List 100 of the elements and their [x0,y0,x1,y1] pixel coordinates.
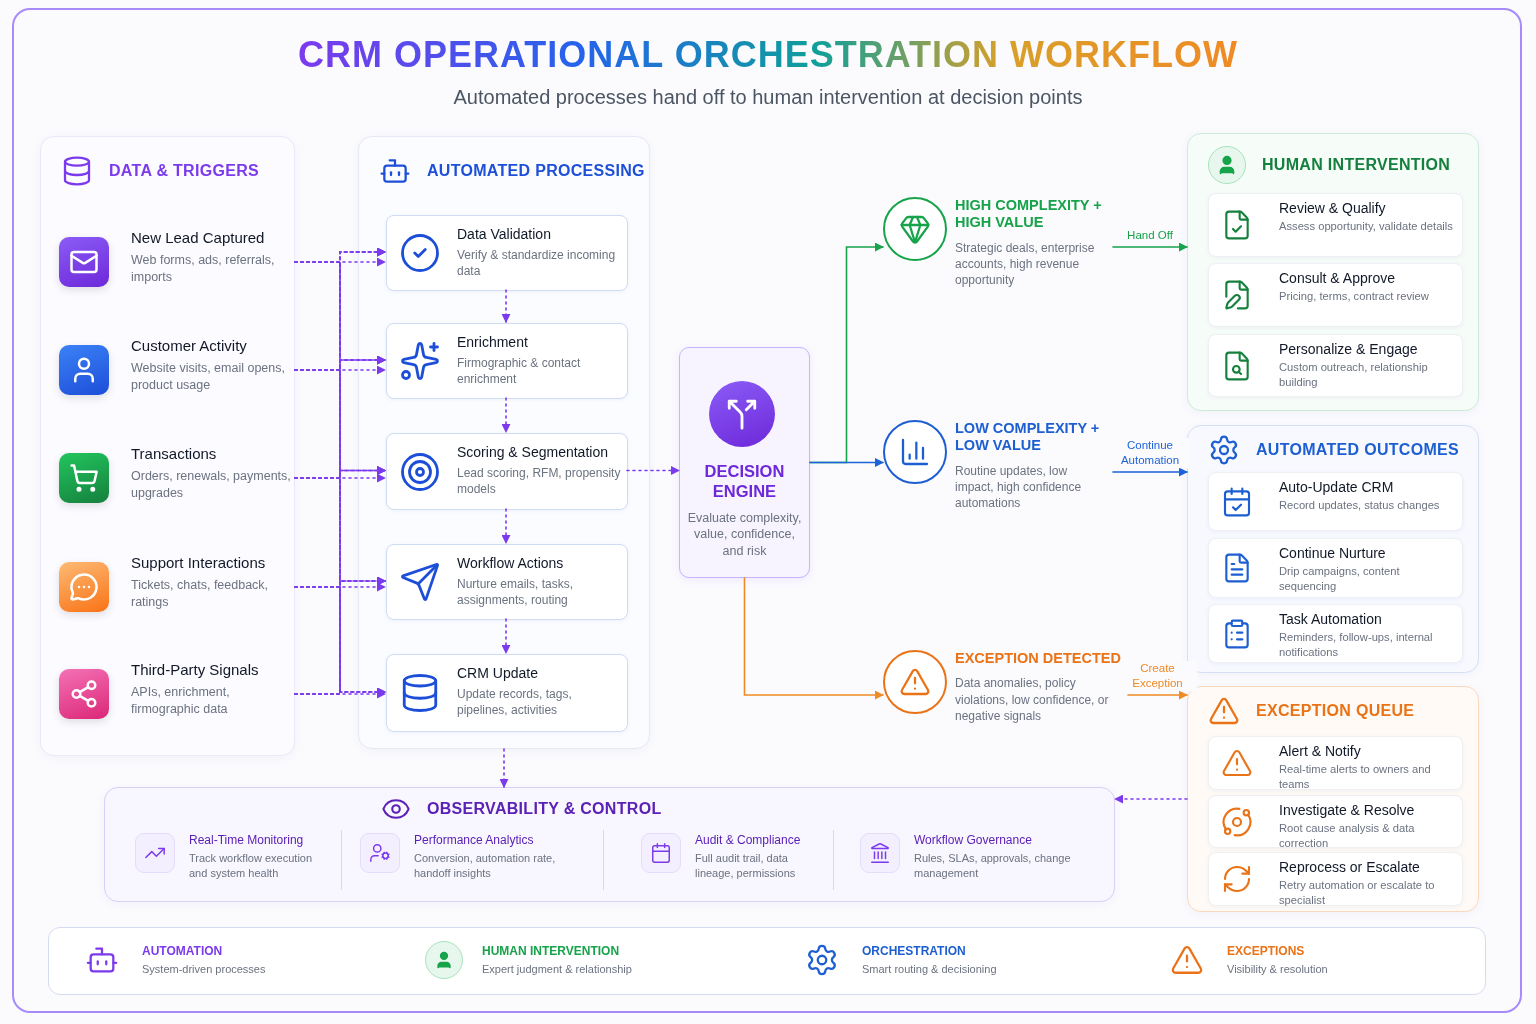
legend-description: System-driven processes [142,963,266,975]
node-description: Root cause analysis & data correction [1279,820,1416,851]
connector-arrow [501,508,511,544]
legend-description: Expert judgment & relationship [482,963,632,975]
node-description: Update records, tags, pipelines, activities [457,685,573,719]
node-title: HIGH COMPLEXITY + HIGH VALUE [955,197,1103,232]
panel-heading: DATA & TRIGGERS [109,162,259,180]
panel-heading: OBSERVABILITY & CONTROL [427,800,662,818]
node-description: Track workflow execution and system health [189,851,314,882]
node-description: Custom outreach, relationship building [1279,359,1429,390]
node-description: Conversion, automation rate, handoff insights [414,851,557,882]
connector-arrow [1127,690,1188,700]
panel-heading: HUMAN INTERVENTION [1262,156,1451,174]
node-description: Full audit trail, data lineage, permissions [695,851,797,882]
node-title: Transactions [131,445,218,463]
node-title: New Lead Captured [131,229,266,247]
connector-arrow [626,466,680,475]
node-description: Web forms, ads, referrals, imports [131,252,276,286]
legend-title: EXCEPTIONS [1227,944,1306,958]
node-description: APIs, enrichment, firmographic data [131,684,231,718]
node-title: Continue Nurture [1279,545,1387,562]
node-description: Lead scoring, RFM, propensity models [457,464,622,498]
node-description: Assess opportunity, validate details [1279,218,1454,234]
outcome-card [1208,852,1463,906]
connector-arrow [743,577,884,700]
node-title: Personalize & Engage [1279,341,1419,358]
outcome-card [1208,736,1463,790]
outcome-card [1208,472,1463,531]
node-description: Pricing, terms, contract review [1279,288,1430,304]
legend-title: ORCHESTRATION [862,944,967,958]
node-title: Real-Time Monitoring [189,833,305,848]
process-card [386,323,628,399]
node-description: Verify & standardize incoming data [457,246,617,280]
node-title: CRM Update [457,665,539,682]
node-description: Strategic deals, enterprise accounts, high revenue opportunity [955,239,1096,289]
lane-panel [1187,425,1479,673]
edge-label: Create Exception [1118,661,1197,691]
node-title: DECISION ENGINE [703,462,786,502]
outcome-card [1208,263,1463,327]
process-card [386,215,628,291]
connector-arrow [1114,794,1188,804]
node-title: Customer Activity [131,337,248,355]
connector-arrow [809,458,884,467]
subtitle: Automated processes hand off to human intervention at decision points [453,86,1083,109]
node-description: Retry automation or escalate to specialist [1279,877,1436,908]
node-description: Firmographic & contact enrichment [457,354,582,388]
node-description: Data anomalies, policy violations, low confidence, or negative signals [955,675,1110,724]
lane-panel [40,136,295,756]
node-description: Record updates, status changes [1279,497,1441,513]
lane-panel [358,136,650,749]
node-description: Nurture emails, tasks, assignments, routing [457,575,575,609]
legend-description: Smart routing & decisioning [862,963,997,975]
node-title: Enrichment [457,334,529,351]
lane-panel [1187,686,1479,912]
node-description: Real-time alerts to owners and teams [1279,761,1432,792]
connector-arrow [1112,467,1188,477]
process-card [386,544,628,620]
legend-title: HUMAN INTERVENTION [482,944,621,958]
node-description: Orders, renewals, payments, upgrades [131,468,292,502]
node-title: Investigate & Resolve [1279,802,1416,819]
lane-panel [104,787,1115,902]
legend-title: AUTOMATION [142,944,224,958]
node-title: Alert & Notify [1279,743,1362,760]
node-description: Website visits, email opens, product usage [131,360,286,394]
connector-arrow [501,618,511,654]
outcome-card [1208,604,1463,663]
outcome-card [1208,538,1463,598]
node-title: Third-Party Signals [131,661,260,679]
lane-panel [1187,133,1479,411]
node-title: Workflow Actions [457,555,565,572]
node-title: Review & Qualify [1279,200,1387,217]
connector-arrow [1112,242,1188,252]
connector-arrow [501,397,511,433]
node-title: Consult & Approve [1279,270,1396,287]
node-description: Rules, SLAs, approvals, change management [914,851,1072,882]
node-title: Scoring & Segmentation [457,444,609,461]
panel-heading: AUTOMATED OUTCOMES [1256,441,1460,459]
node-description: Routine updates, low impact, high confidence automations [955,462,1083,512]
node-description: Tickets, chats, feedback, ratings [131,577,270,611]
node-title: Reprocess or Escalate [1279,859,1421,876]
node-title: Workflow Governance [914,833,1033,848]
process-card [386,433,628,510]
node-title: Task Automation [1279,611,1383,628]
node-description: Drip campaigns, content sequencing [1279,563,1401,594]
node-title: Performance Analytics [414,833,535,848]
outcome-card [1208,193,1463,257]
outcome-card [1208,795,1463,848]
node-title: Support Interactions [131,554,267,572]
node-description: Reminders, follow-ups, internal notifications [1279,629,1434,660]
connector-arrow [501,289,511,323]
node-description: Evaluate complexity, value, confidence, and risk [686,509,803,561]
process-card [386,654,628,732]
node-title: Auto-Update CRM [1279,479,1395,496]
node-title: LOW COMPLEXITY + LOW VALUE [955,420,1101,455]
node-title: Data Validation [457,226,552,243]
panel-heading: AUTOMATED PROCESSING [427,162,645,180]
panel-heading: EXCEPTION QUEUE [1256,702,1415,720]
node-title: Audit & Compliance [695,833,802,848]
decision-card [679,347,810,578]
legend-description: Visibility & resolution [1227,963,1328,975]
